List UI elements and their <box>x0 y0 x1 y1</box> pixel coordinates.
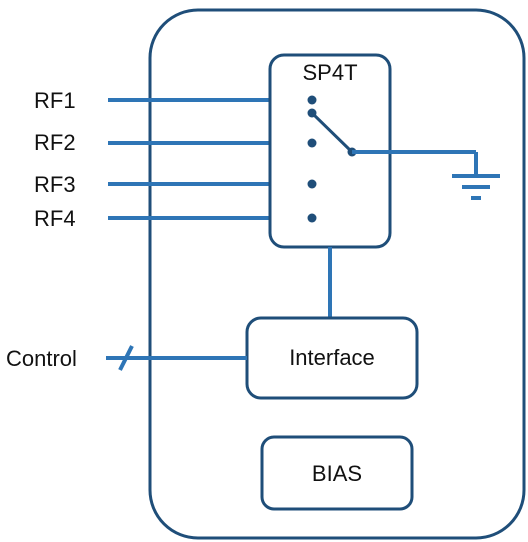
rf4-contact <box>307 213 317 223</box>
ground-icon <box>452 174 500 200</box>
package-outline <box>148 8 526 540</box>
bus-slash-icon <box>118 345 134 371</box>
bias-block <box>260 435 414 511</box>
control-label: Control <box>6 346 77 371</box>
rf2-contact <box>307 138 317 148</box>
rf3-contact <box>307 179 317 189</box>
port-label-rf1: RF1 <box>34 88 76 113</box>
bias-label: BIAS <box>312 461 362 486</box>
interface-label: Interface <box>289 345 375 370</box>
port-label-rf2: RF2 <box>34 130 76 155</box>
port-label-rf3: RF3 <box>34 172 76 197</box>
rf1-contact <box>307 95 317 105</box>
port-label-rf4: RF4 <box>34 206 76 231</box>
sp4t-label: SP4T <box>302 60 357 85</box>
switch-arm <box>310 111 354 154</box>
